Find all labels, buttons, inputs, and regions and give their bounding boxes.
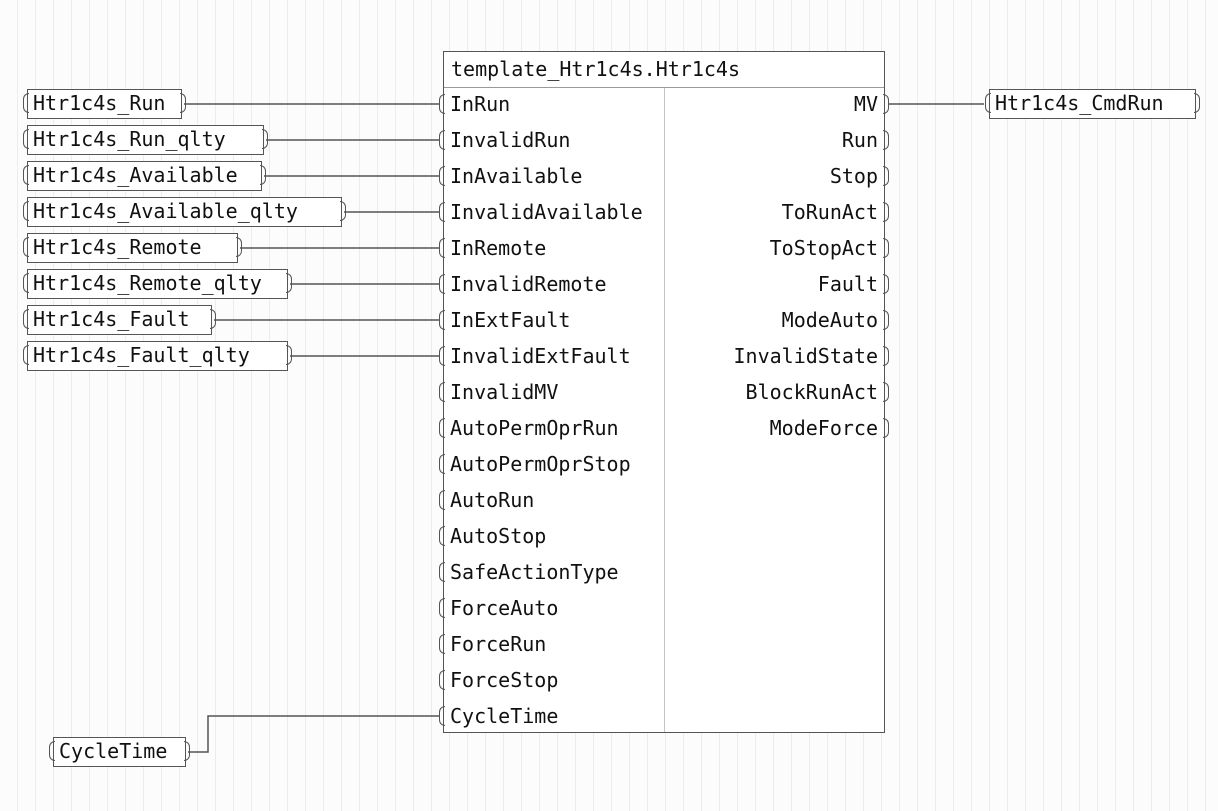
pin-cap [439, 382, 445, 402]
pin-cap [439, 526, 445, 546]
var-htr1c4s-remote-qlty[interactable]: Htr1c4s_Remote_qlty [23, 269, 292, 299]
pin-out-stop[interactable]: Stop [829, 164, 878, 188]
pin-cap [883, 130, 889, 150]
var-cycletime[interactable]: CycleTime [49, 737, 190, 767]
pin-out-mv[interactable]: MV [853, 92, 878, 116]
pin-out-modeauto[interactable]: ModeAuto [781, 308, 878, 332]
pin-cap [883, 202, 889, 222]
var-label: Htr1c4s_Available [33, 163, 238, 187]
pin-in-inremote[interactable]: InRemote [450, 236, 547, 260]
pin-cap [439, 454, 445, 474]
var-label: Htr1c4s_Run [33, 91, 166, 115]
var-label: CycleTime [59, 739, 168, 763]
var-label: Htr1c4s_Remote_qlty [33, 271, 262, 295]
pin-in-forcerun[interactable]: ForceRun [450, 632, 547, 656]
pin-cap [883, 310, 889, 330]
pin-cap [439, 346, 445, 366]
pin-cap [439, 634, 445, 654]
pin-in-autopermoprrun[interactable]: AutoPermOprRun [450, 416, 619, 440]
pin-cap [883, 382, 889, 402]
pin-in-autostop[interactable]: AutoStop [450, 524, 547, 548]
var-htr1c4s-available[interactable]: Htr1c4s_Available [23, 161, 266, 191]
pin-out-run[interactable]: Run [841, 128, 878, 152]
var-htr1c4s-cmdrun[interactable]: Htr1c4s_CmdRun [985, 89, 1200, 119]
var-htr1c4s-remote[interactable]: Htr1c4s_Remote [23, 233, 242, 263]
pin-in-cycletime[interactable]: CycleTime [450, 704, 559, 728]
pin-cap [439, 238, 445, 258]
pin-in-invalidavailable[interactable]: InvalidAvailable [450, 200, 643, 224]
pin-in-autorun[interactable]: AutoRun [450, 488, 535, 512]
pin-cap [439, 202, 445, 222]
block-divider [664, 88, 665, 732]
pin-cap [439, 562, 445, 582]
var-label: Htr1c4s_Remote [33, 235, 202, 259]
var-label: Htr1c4s_Fault [33, 307, 190, 331]
pin-in-invalidmv[interactable]: InvalidMV [450, 380, 559, 404]
pin-in-safeactiontype[interactable]: SafeActionType [450, 560, 619, 584]
pin-in-inextfault[interactable]: InExtFault [450, 308, 571, 332]
var-label: Htr1c4s_Fault_qlty [33, 343, 250, 367]
block-title: template_Htr1c4s.Htr1c4s [444, 52, 884, 88]
pin-cap [439, 130, 445, 150]
pin-cap [883, 418, 889, 438]
var-htr1c4s-run[interactable]: Htr1c4s_Run [23, 89, 186, 119]
pin-in-forcestop[interactable]: ForceStop [450, 668, 559, 692]
pin-cap [883, 238, 889, 258]
var-label: Htr1c4s_Run_qlty [33, 127, 226, 151]
pin-out-blockrunact[interactable]: BlockRunAct [745, 380, 878, 404]
pin-in-inrun[interactable]: InRun [450, 92, 511, 116]
pin-cap [439, 490, 445, 510]
pin-in-invalidremote[interactable]: InvalidRemote [450, 272, 607, 296]
pin-in-forceauto[interactable]: ForceAuto [450, 596, 559, 620]
pin-cap [439, 166, 445, 186]
var-htr1c4s-fault[interactable]: Htr1c4s_Fault [23, 305, 216, 335]
var-htr1c4s-fault-qlty[interactable]: Htr1c4s_Fault_qlty [23, 341, 292, 371]
pin-cap [883, 94, 889, 114]
var-label: Htr1c4s_Available_qlty [33, 199, 298, 223]
pin-cap [883, 274, 889, 294]
pin-cap [439, 274, 445, 294]
pin-cap [883, 346, 889, 366]
pin-cap [439, 706, 445, 726]
pin-in-invalidextfault[interactable]: InvalidExtFault [450, 344, 631, 368]
pin-in-autopermoprstop[interactable]: AutoPermOprStop [450, 452, 631, 476]
pin-cap [439, 94, 445, 114]
pin-out-modeforce[interactable]: ModeForce [769, 416, 878, 440]
pin-in-invalidrun[interactable]: InvalidRun [450, 128, 571, 152]
pin-cap [439, 670, 445, 690]
wire-cycletime [188, 715, 440, 753]
pin-cap [439, 418, 445, 438]
pin-out-tostopact[interactable]: ToStopAct [769, 236, 878, 260]
var-label: Htr1c4s_CmdRun [995, 91, 1164, 115]
pin-cap [883, 166, 889, 186]
var-htr1c4s-available-qlty[interactable]: Htr1c4s_Available_qlty [23, 197, 346, 227]
pin-out-fault[interactable]: Fault [817, 272, 878, 296]
pin-out-invalidstate[interactable]: InvalidState [733, 344, 879, 368]
function-block[interactable]: template_Htr1c4s.Htr1c4s [443, 51, 885, 733]
pin-in-inavailable[interactable]: InAvailable [450, 164, 583, 188]
var-htr1c4s-run-qlty[interactable]: Htr1c4s_Run_qlty [23, 125, 268, 155]
pin-out-torunact[interactable]: ToRunAct [781, 200, 878, 224]
pin-cap [439, 310, 445, 330]
pin-cap [439, 598, 445, 618]
